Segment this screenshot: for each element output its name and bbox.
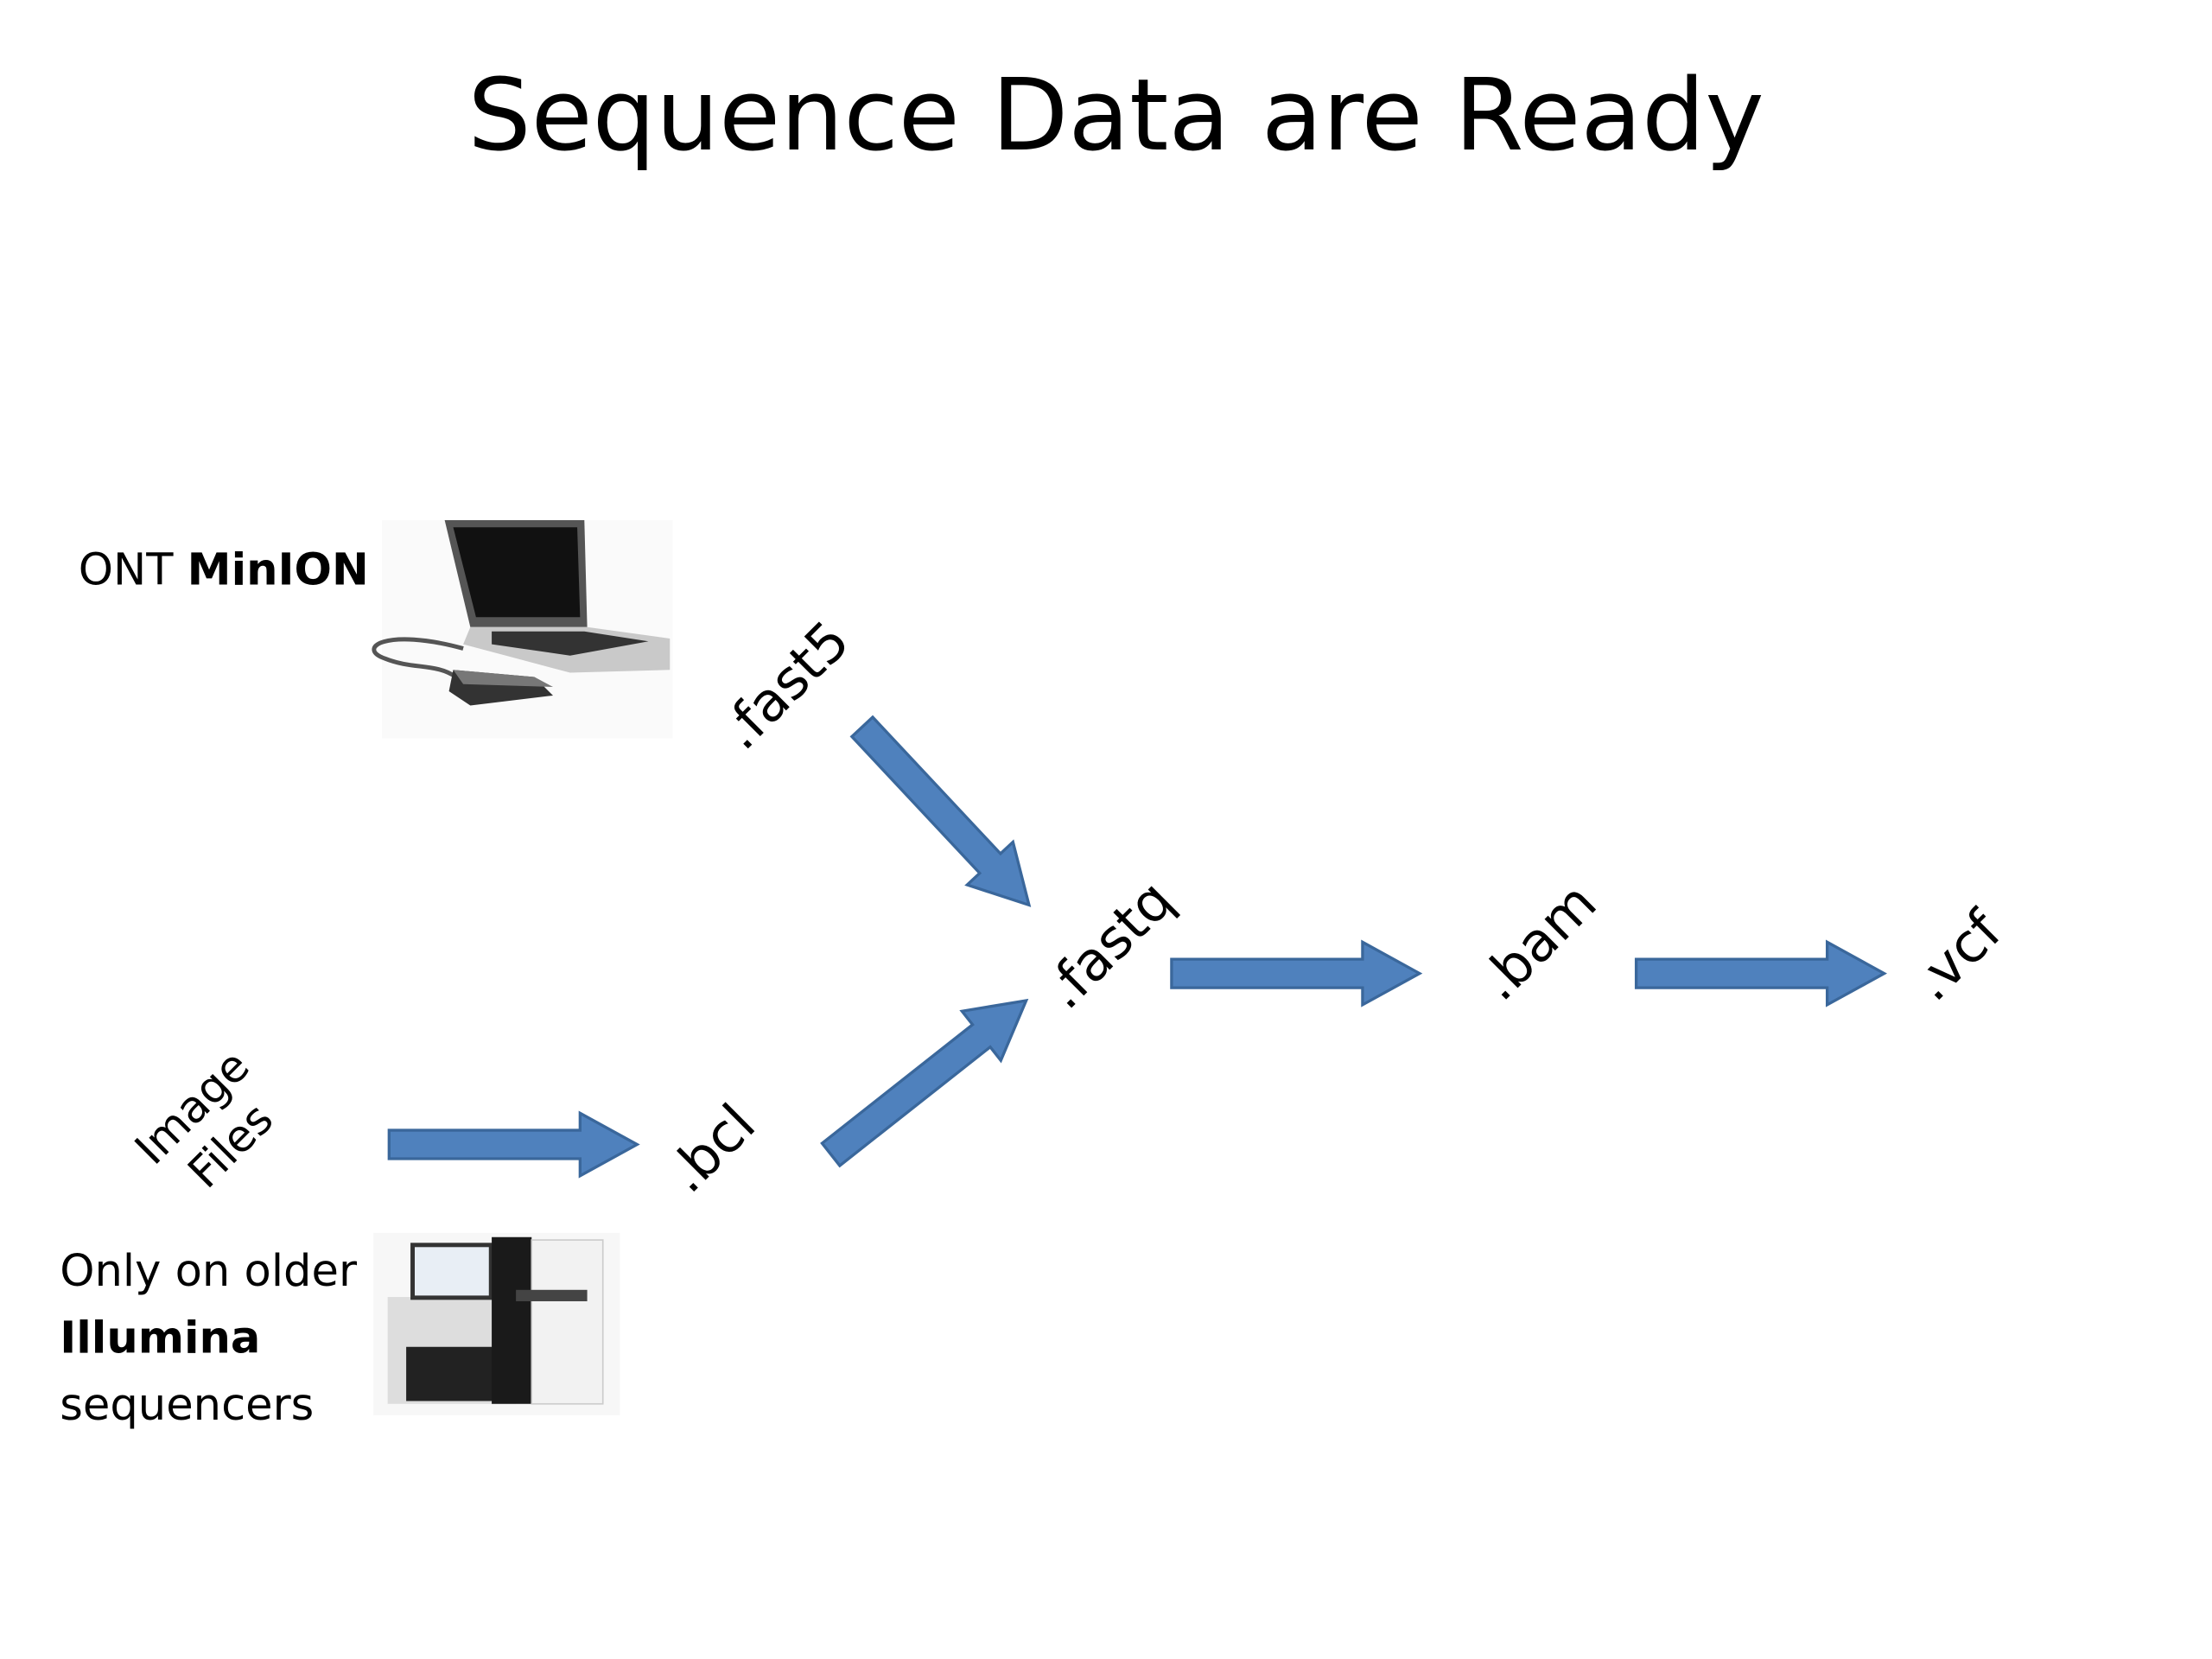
minion-prefix: ONT (79, 544, 188, 595)
arrow-images-to-bcl (387, 1110, 640, 1179)
arrow-fast5-to-fastq (849, 715, 1032, 907)
format-bcl: .bcl (654, 1092, 767, 1205)
image-files-label: Image Files (126, 1041, 283, 1198)
arrow-bam-to-vcf (1634, 939, 1888, 1007)
arrows (387, 715, 1888, 1179)
illumina-line1: Only on older (60, 1246, 358, 1297)
format-fast5: .fast5 (709, 608, 861, 761)
arrow-fastq-to-bam (1170, 939, 1423, 1007)
arrow-bcl-to-fastq (820, 998, 1029, 1168)
illumina-bold: Illumina (60, 1313, 260, 1363)
minion-label: ONT MinION (79, 544, 369, 595)
illumina-line3: sequencers (60, 1380, 314, 1431)
slide-title: Sequence Data are Ready (467, 58, 1764, 174)
format-bam: .bam (1466, 871, 1608, 1013)
illumina-sequencer-icon (373, 1232, 620, 1415)
format-fastq: .fastq (1032, 868, 1185, 1021)
minion-bold: MinION (188, 544, 369, 595)
format-vcf: .vcf (1899, 898, 2014, 1013)
minion-laptop-icon (372, 520, 673, 739)
